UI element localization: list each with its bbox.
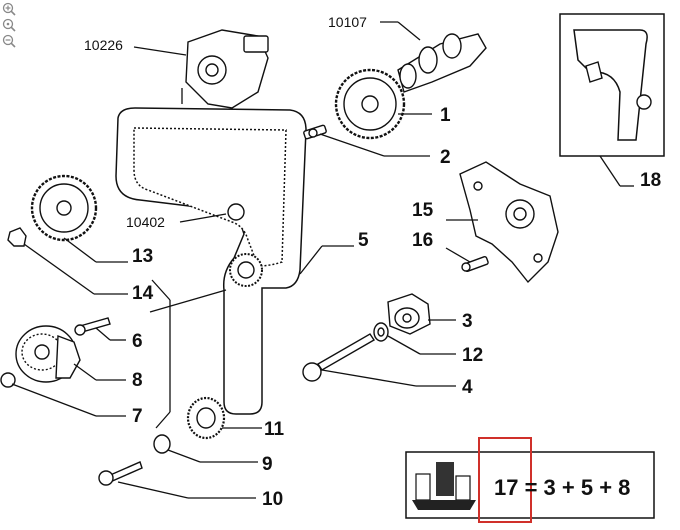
label-8: 8 [132, 370, 143, 391]
zoom-in-icon[interactable] [2, 2, 16, 16]
label-6: 6 [132, 331, 143, 352]
pulley-bolt[interactable] [74, 317, 111, 336]
label-16: 16 [412, 230, 433, 251]
label-2: 2 [440, 147, 451, 168]
label-14: 14 [132, 283, 154, 304]
kit-icon [412, 462, 476, 510]
kit-box: 17 = 3 + 5 + 8 [405, 437, 655, 523]
long-bolt[interactable] [302, 333, 375, 382]
sprocket-nut[interactable] [7, 227, 27, 247]
highlight-box [478, 437, 532, 523]
zoom-out-icon[interactable] [2, 34, 16, 48]
label-15: 15 [412, 200, 434, 221]
label-1: 1 [440, 105, 451, 126]
zoom-reset-icon[interactable] [2, 18, 16, 32]
idler-pulley[interactable] [15, 325, 81, 383]
tensioner-roller[interactable] [387, 293, 431, 335]
label-12: 12 [462, 345, 483, 366]
label-11: 11 [264, 419, 285, 440]
label-3: 3 [462, 311, 473, 332]
crank-bolt[interactable] [98, 461, 143, 486]
crank-pulley[interactable] [229, 253, 263, 287]
crankshaft-sprocket[interactable] [186, 396, 226, 440]
code-10402: 10402 [126, 214, 165, 230]
tensioner-bracket[interactable] [459, 161, 559, 284]
camshaft-sprocket[interactable] [334, 68, 406, 140]
washer-12[interactable] [373, 322, 389, 342]
label-7: 7 [132, 406, 143, 427]
bracket-bolt[interactable] [461, 256, 489, 272]
label-4: 4 [462, 377, 473, 398]
crank-washer[interactable] [153, 434, 171, 454]
inset-frame-18[interactable] [559, 13, 665, 157]
label-18: 18 [640, 170, 661, 191]
pump-sprocket[interactable] [30, 174, 98, 242]
label-9: 9 [262, 454, 273, 475]
code-10107: 10107 [328, 14, 367, 30]
fuel-pump-10226[interactable] [181, 29, 269, 109]
label-13: 13 [132, 246, 153, 267]
kit-formula: 17 = 3 + 5 + 8 [494, 475, 630, 500]
sprocket-bolt[interactable] [303, 124, 327, 140]
label-10: 10 [262, 489, 283, 510]
code-10226: 10226 [84, 37, 123, 53]
camshaft-10107[interactable] [397, 33, 487, 93]
pulley-nut[interactable] [0, 372, 16, 388]
label-5: 5 [358, 230, 369, 251]
